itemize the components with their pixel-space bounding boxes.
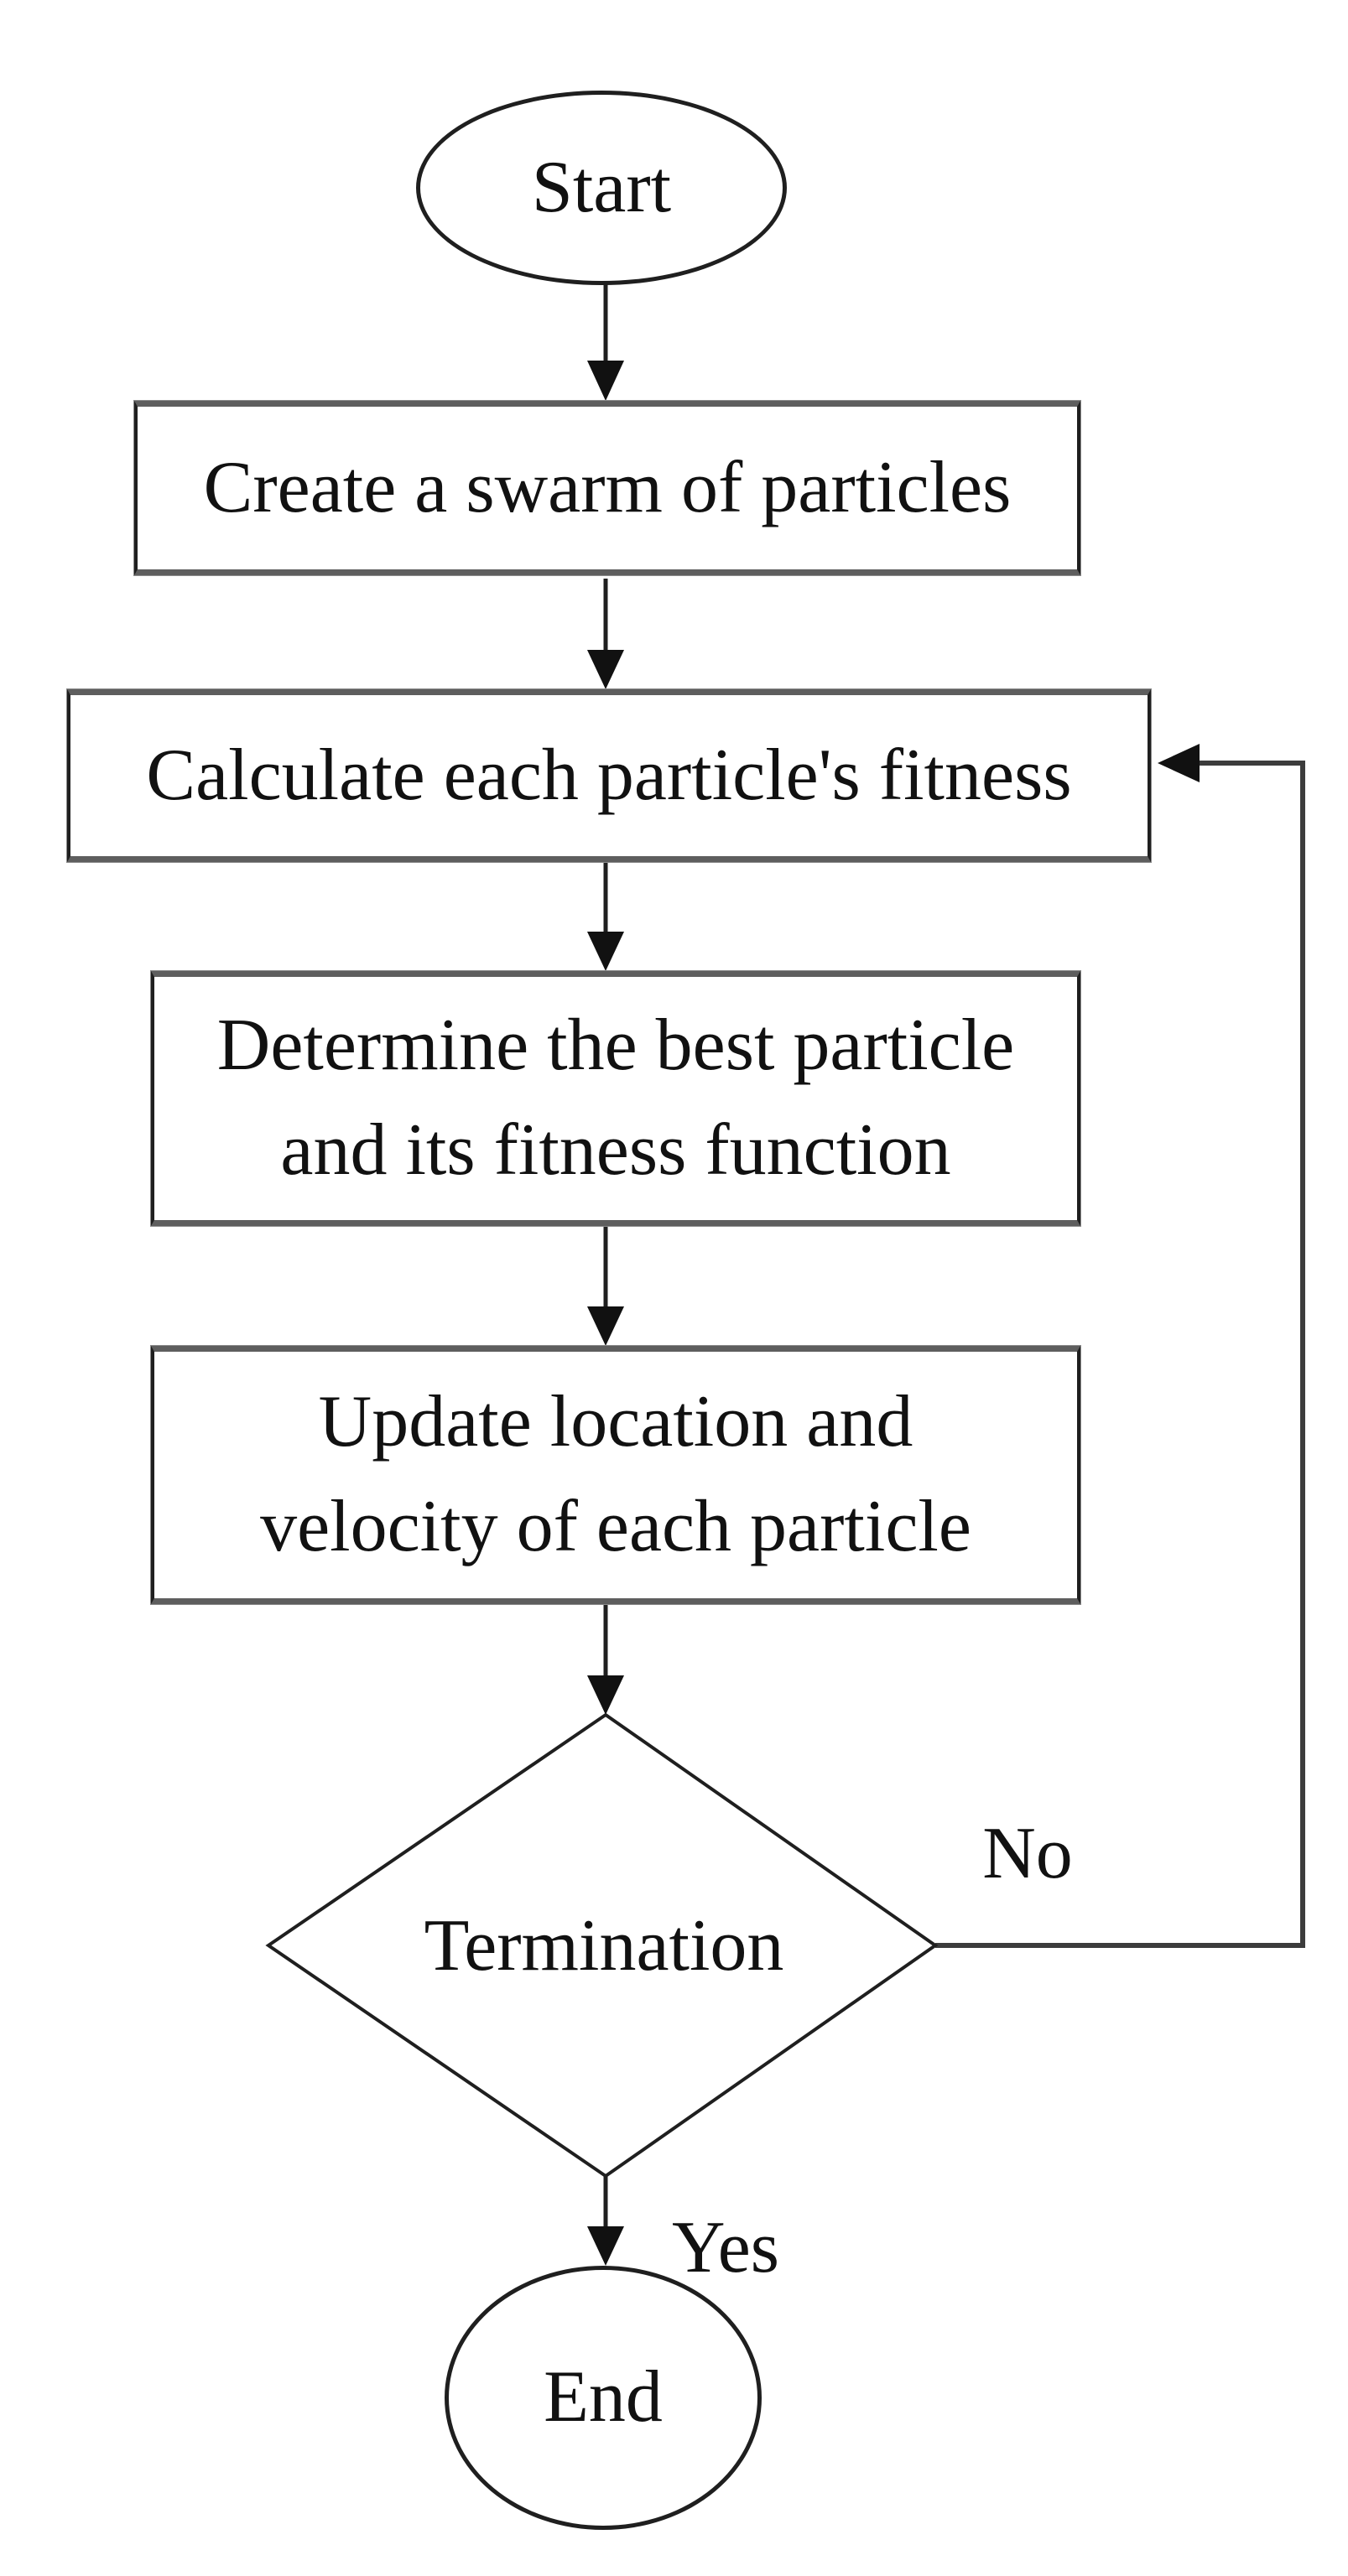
process-update-particles: Update location and velocity of each par… xyxy=(151,1346,1080,1604)
end-node: End xyxy=(445,2266,762,2530)
create-swarm-label: Create a swarm of particles xyxy=(203,446,1012,528)
determine-best-label: Determine the best particle and its fitn… xyxy=(216,1005,1015,1191)
connector-no-feedback-loop xyxy=(935,744,1305,1948)
edge-label-yes: Yes xyxy=(671,2206,780,2288)
start-label: Start xyxy=(531,146,672,228)
edge-label-no: No xyxy=(982,1812,1073,1894)
calculate-fitness-label: Calculate each particle's fitness xyxy=(146,734,1072,816)
connector-update-to-termination xyxy=(587,1604,624,1715)
connector-start-to-create xyxy=(587,283,624,401)
connector-calculate-to-determine xyxy=(587,862,624,971)
connector-create-to-calculate xyxy=(587,579,624,689)
update-particles-label: Update location and velocity of each par… xyxy=(260,1381,971,1567)
termination-label: Termination xyxy=(424,1904,784,1987)
termination-diamond xyxy=(265,1712,939,2179)
connector-termination-to-end xyxy=(587,2176,624,2266)
start-node: Start xyxy=(416,91,787,285)
process-calculate-fitness: Calculate each particle's fitness xyxy=(67,689,1151,862)
process-determine-best: Determine the best particle and its fitn… xyxy=(151,971,1080,1226)
process-create-swarm: Create a swarm of particles xyxy=(134,401,1080,575)
end-label: End xyxy=(544,2356,663,2438)
connector-determine-to-update xyxy=(587,1226,624,1346)
